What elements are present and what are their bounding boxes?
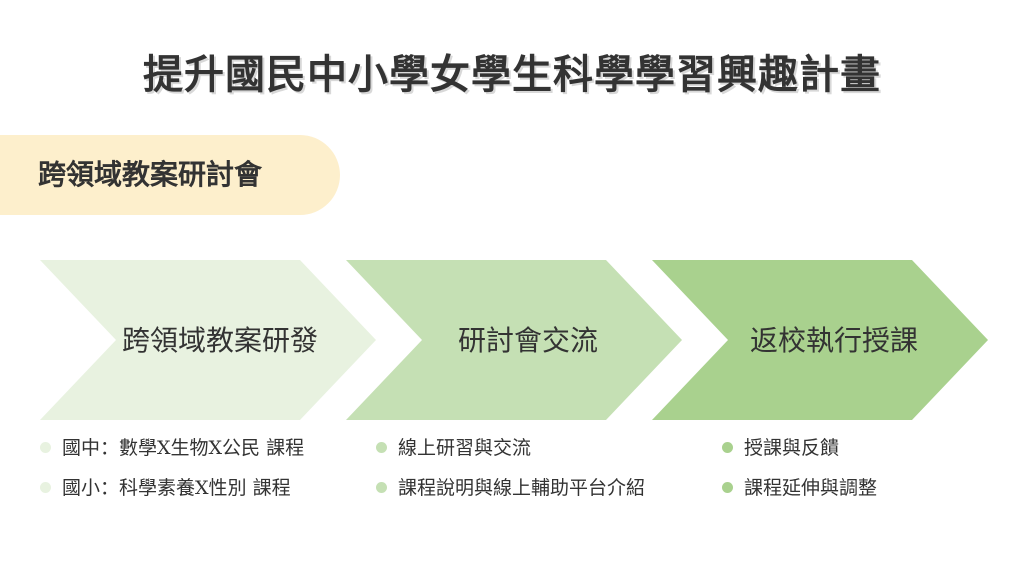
bullet-dot-icon (40, 482, 51, 493)
bullet-dot-icon (376, 442, 387, 453)
list-item: 國小：科學素養X性別 課程 (40, 473, 304, 513)
list-item: 授課與反饋 (722, 433, 877, 473)
list-item: 課程延伸與調整 (722, 473, 877, 513)
list-item: 國中：數學X生物X公民 課程 (40, 433, 304, 473)
list-item: 課程說明與線上輔助平台介紹 (376, 473, 645, 513)
step-1-bullet-list: 國中：數學X生物X公民 課程 國小：科學素養X性別 課程 (40, 433, 304, 513)
bullet-dot-icon (376, 482, 387, 493)
step-2-bullet-list: 線上研習與交流 課程說明與線上輔助平台介紹 (376, 433, 645, 513)
list-item: 線上研習與交流 (376, 433, 645, 473)
process-step-3-label: 返校執行授課 (750, 324, 918, 357)
subtitle: 跨領域教案研討會 (38, 158, 263, 191)
process-step-2-label: 研討會交流 (458, 324, 598, 357)
step-3-bullet-list: 授課與反饋 課程延伸與調整 (722, 433, 877, 513)
process-step-1-chevron (40, 260, 376, 420)
process-step-2-chevron (346, 260, 682, 420)
bullet-dot-icon (722, 442, 733, 453)
process-step-3-chevron (652, 260, 988, 420)
process-step-1-label: 跨領域教案研發 (122, 324, 318, 357)
page-title: 提升國民中小學女學生科學學習興趣計畫 (143, 51, 881, 98)
subtitle-banner: 跨領域教案研討會 (0, 135, 340, 215)
bullet-dot-icon (40, 442, 51, 453)
bullet-dot-icon (722, 482, 733, 493)
